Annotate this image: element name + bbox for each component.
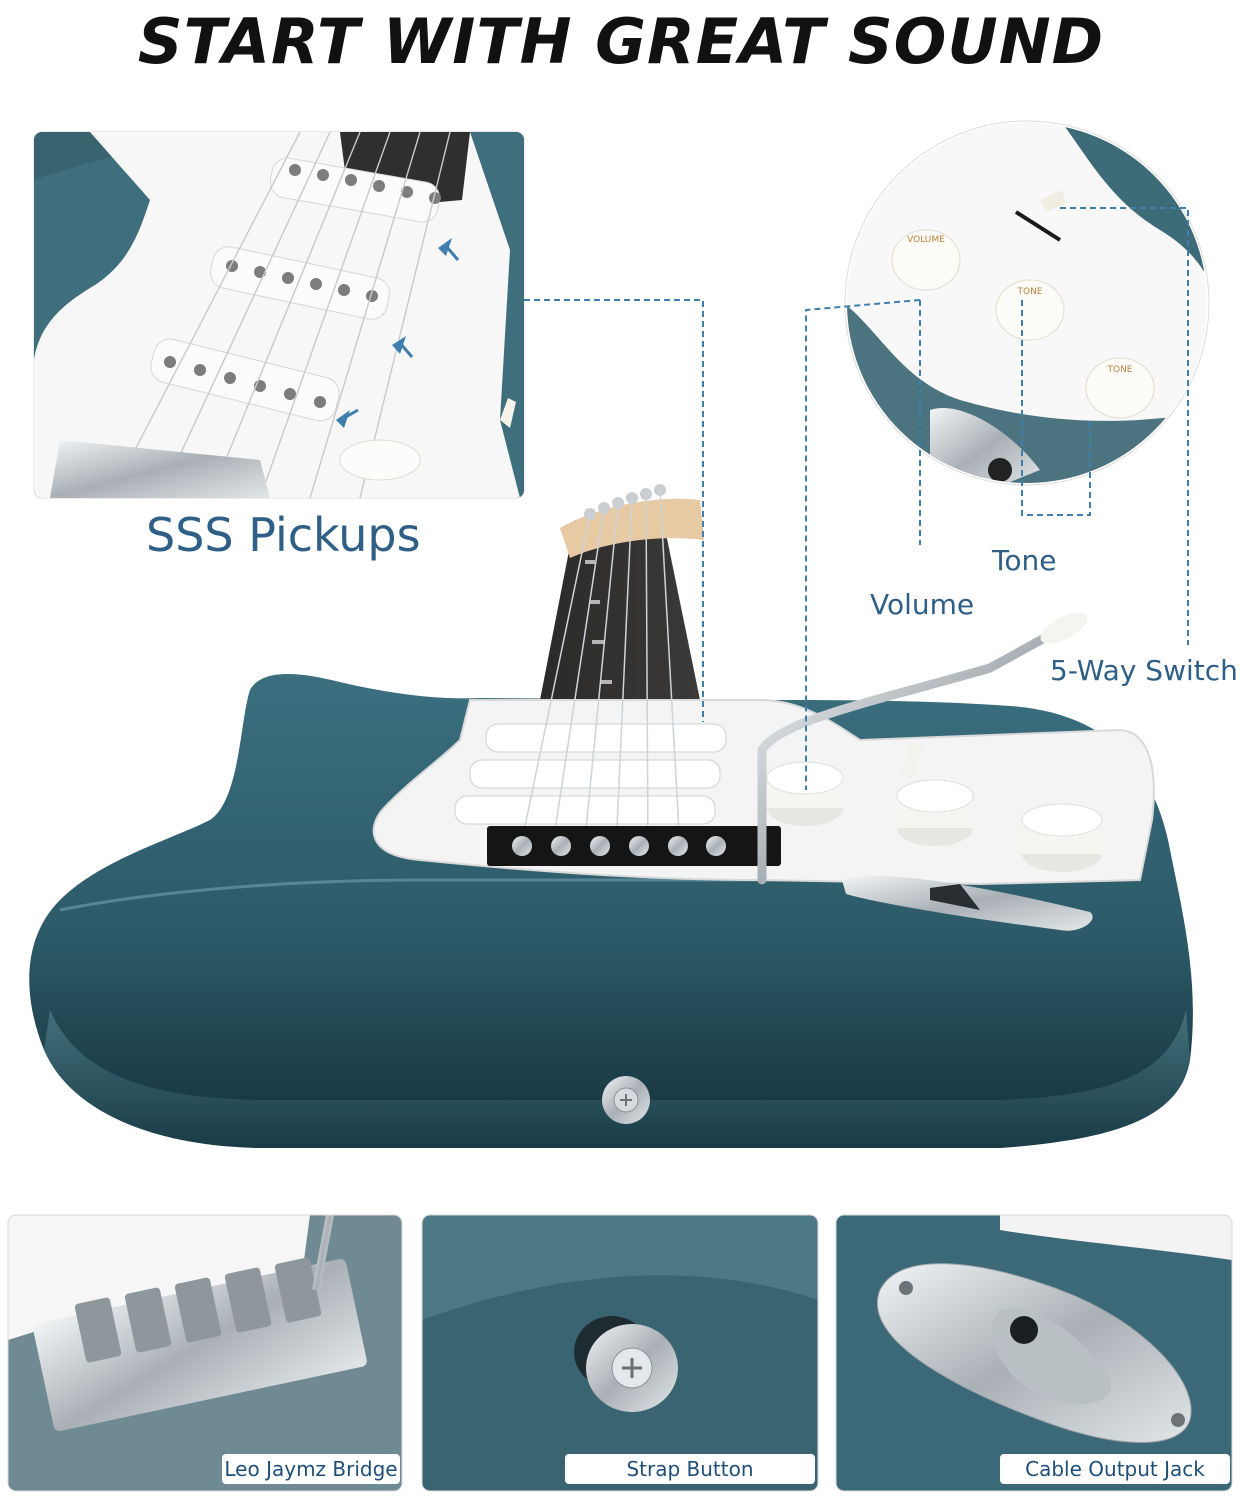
output-jack-detail-photo	[835, 1214, 1233, 1492]
bridge-caption: Leo Jaymz Bridge	[222, 1454, 400, 1484]
pickups-callout-label: SSS Pickups	[146, 508, 421, 562]
volume-callout-label: Volume	[870, 588, 975, 621]
strap-button	[602, 1076, 650, 1124]
headline: START WITH GREAT SOUND	[137, 5, 1105, 78]
tone-knob	[896, 779, 974, 846]
tone-knob-detail-2: TONE	[1085, 357, 1155, 419]
bridge-detail-photo	[7, 1214, 403, 1492]
pickups-detail-photo	[33, 131, 525, 499]
volume-knob-text: VOLUME	[907, 235, 945, 245]
callout-lines	[524, 207, 1189, 790]
strap-button-caption: Strap Button	[565, 1454, 815, 1484]
guitar-main	[29, 484, 1193, 1148]
tone-knob-text-2: TONE	[1106, 365, 1132, 375]
tone-knob-2	[1021, 803, 1103, 872]
switch-callout-label: 5-Way Switch	[1050, 654, 1238, 687]
strap-button-detail-photo	[421, 1214, 819, 1492]
volume-knob-detail: VOLUME	[891, 229, 961, 291]
controls-detail-photo: VOLUME TONE TONE	[844, 120, 1210, 486]
tone-callout-label: Tone	[992, 544, 1057, 577]
volume-knob	[766, 761, 844, 826]
tone-knob-text: TONE	[1016, 287, 1042, 297]
output-jack-caption: Cable Output Jack	[1000, 1454, 1230, 1484]
tone-knob-detail: TONE	[995, 279, 1065, 341]
